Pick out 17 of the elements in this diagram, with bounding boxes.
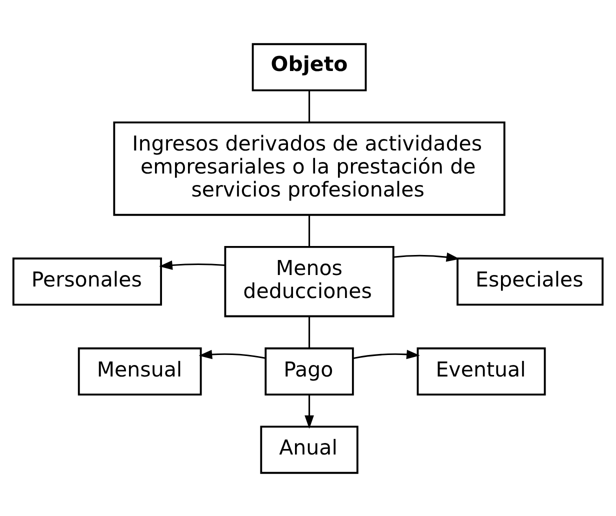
node-box: Especiales [456,257,604,306]
connector [308,90,310,122]
node-box: Ingresos derivados de actividades empresariales o la prestación de servicios profesionales [113,120,506,216]
node-box: Menos deducciones [224,245,394,317]
node-box: Pago [264,346,354,396]
arrow [352,349,420,359]
arrow [304,394,314,428]
arrow [393,252,460,262]
node-box: Objeto [252,42,367,91]
arrow [198,349,266,359]
connector [308,214,310,246]
arrow [159,260,225,270]
node-box: Personales [12,257,162,306]
node-box: Mensual [78,346,202,396]
connector [308,316,310,348]
node-box: Eventual [416,346,546,396]
node-box: Anual [260,425,358,474]
